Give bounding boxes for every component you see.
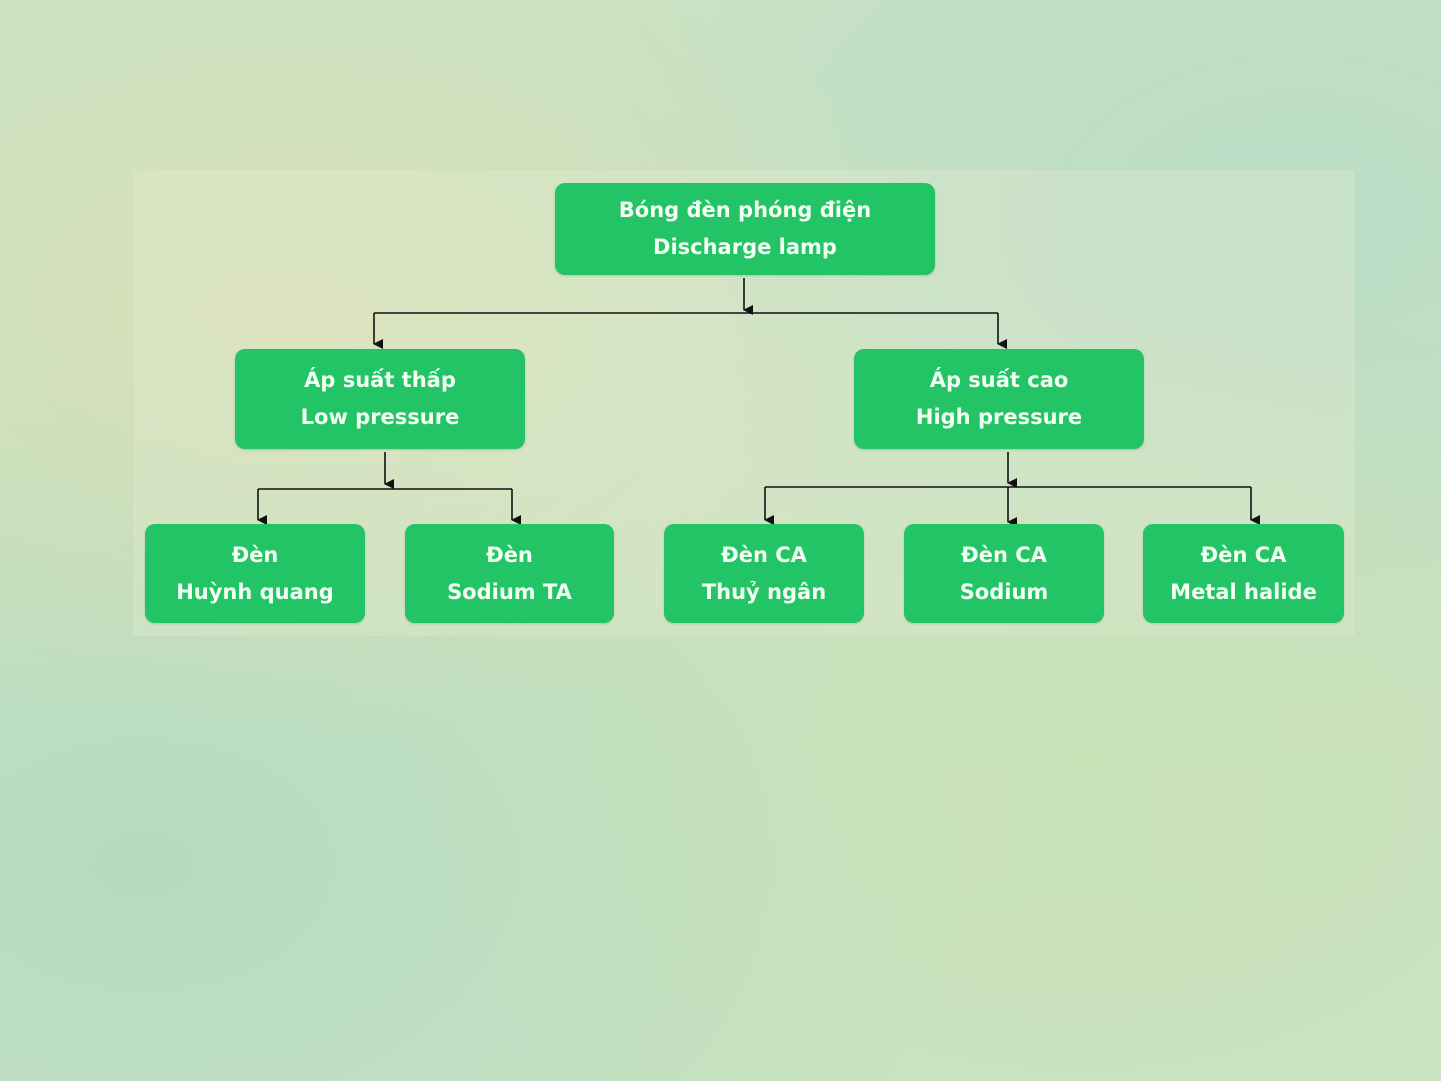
- node-line-1: Áp suất thấp: [304, 368, 456, 392]
- node-line-2: Huỳnh quang: [176, 579, 334, 604]
- node-fluorescent: Đèn Huỳnh quang: [145, 524, 365, 623]
- node-line-2: Discharge lamp: [653, 235, 837, 259]
- node-discharge-lamp: Bóng đèn phóng điện Discharge lamp: [555, 183, 935, 275]
- node-line-1: Đèn: [486, 542, 533, 567]
- node-line-2: Sodium TA: [447, 579, 572, 604]
- node-line-2: Low pressure: [300, 405, 460, 429]
- node-line-1: Đèn CA: [961, 542, 1047, 567]
- node-line-1: Bóng đèn phóng điện: [618, 198, 872, 222]
- node-line-1: Đèn CA: [721, 542, 807, 567]
- node-mercury: Đèn CA Thuỷ ngân: [664, 524, 864, 623]
- node-line-2: High pressure: [915, 405, 1083, 429]
- node-low-pressure-sodium: Đèn Sodium TA: [405, 524, 614, 623]
- node-line-2: Metal halide: [1170, 579, 1317, 604]
- node-line-1: Đèn: [231, 542, 279, 567]
- node-high-pressure: Áp suất cao High pressure: [854, 349, 1144, 449]
- node-low-pressure: Áp suất thấp Low pressure: [235, 349, 525, 449]
- node-metal-halide: Đèn CA Metal halide: [1143, 524, 1344, 623]
- node-line-2: Thuỷ ngân: [701, 579, 827, 604]
- node-line-2: Sodium: [959, 579, 1049, 604]
- node-high-pressure-sodium: Đèn CA Sodium: [904, 524, 1104, 623]
- node-line-1: Đèn CA: [1200, 542, 1287, 567]
- node-line-1: Áp suất cao: [929, 368, 1069, 392]
